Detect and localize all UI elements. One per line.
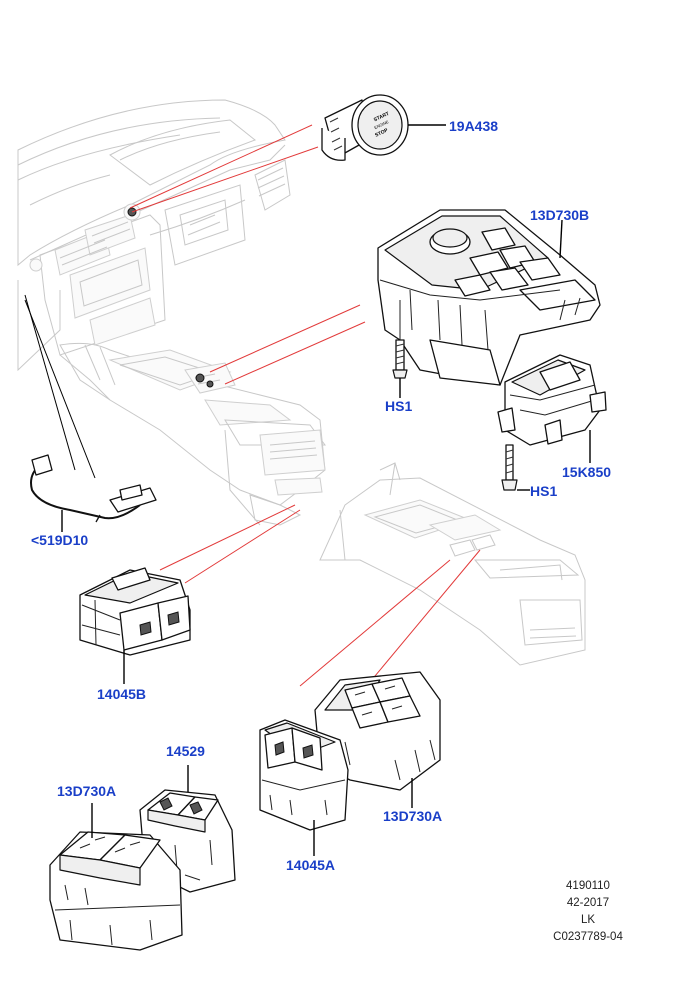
guide-lines xyxy=(129,124,481,701)
start-button-label-2: ENGINE xyxy=(373,119,389,130)
reference-line-1: 4190110 xyxy=(566,880,610,892)
callout-519d10[interactable]: <519D10 xyxy=(31,532,89,548)
callout-13d730a-right[interactable]: 13D730A xyxy=(383,808,443,824)
rear-console-ghost xyxy=(319,462,586,666)
console-switch-module-13d730b[interactable] xyxy=(377,209,601,386)
screw-hs1-lower[interactable] xyxy=(501,444,530,491)
callout-13d730a-left[interactable]: 13D730A xyxy=(57,783,117,799)
switch-bracket-15k850[interactable] xyxy=(497,354,607,463)
callout-13d730b[interactable]: 13D730B xyxy=(530,207,590,223)
start-button-label-3: STOP xyxy=(374,127,389,138)
callout-hs1-upper[interactable]: HS1 xyxy=(385,398,413,414)
rear-console-switch-13d730a-left[interactable] xyxy=(49,803,183,951)
rear-switch-14045b[interactable] xyxy=(79,567,191,684)
callout-14045b[interactable]: 14045B xyxy=(97,686,147,702)
rear-console-switch-13d730a-right[interactable] xyxy=(314,671,441,808)
rear-switch-14045a[interactable] xyxy=(259,719,349,856)
start-stop-button-part[interactable]: START ENGINE STOP xyxy=(321,94,446,161)
reference-line-4: C0237789-04 xyxy=(553,931,623,943)
callout-15k850[interactable]: 15K850 xyxy=(562,464,612,480)
callout-14529[interactable]: 14529 xyxy=(166,743,205,759)
callout-14045a[interactable]: 14045A xyxy=(286,857,336,873)
screw-hs1-upper[interactable] xyxy=(392,339,408,398)
reference-block: 4190110 42-2017 LK C0237789-04 xyxy=(538,878,638,946)
reference-line-2: 42-2017 xyxy=(566,897,610,909)
reference-line-3: LK xyxy=(580,914,596,926)
callout-hs1-lower[interactable]: HS1 xyxy=(530,483,558,499)
dashboard-ghost xyxy=(17,99,326,526)
wiring-harness-519d10[interactable] xyxy=(24,294,157,532)
callout-19a438[interactable]: 19A438 xyxy=(449,118,499,134)
